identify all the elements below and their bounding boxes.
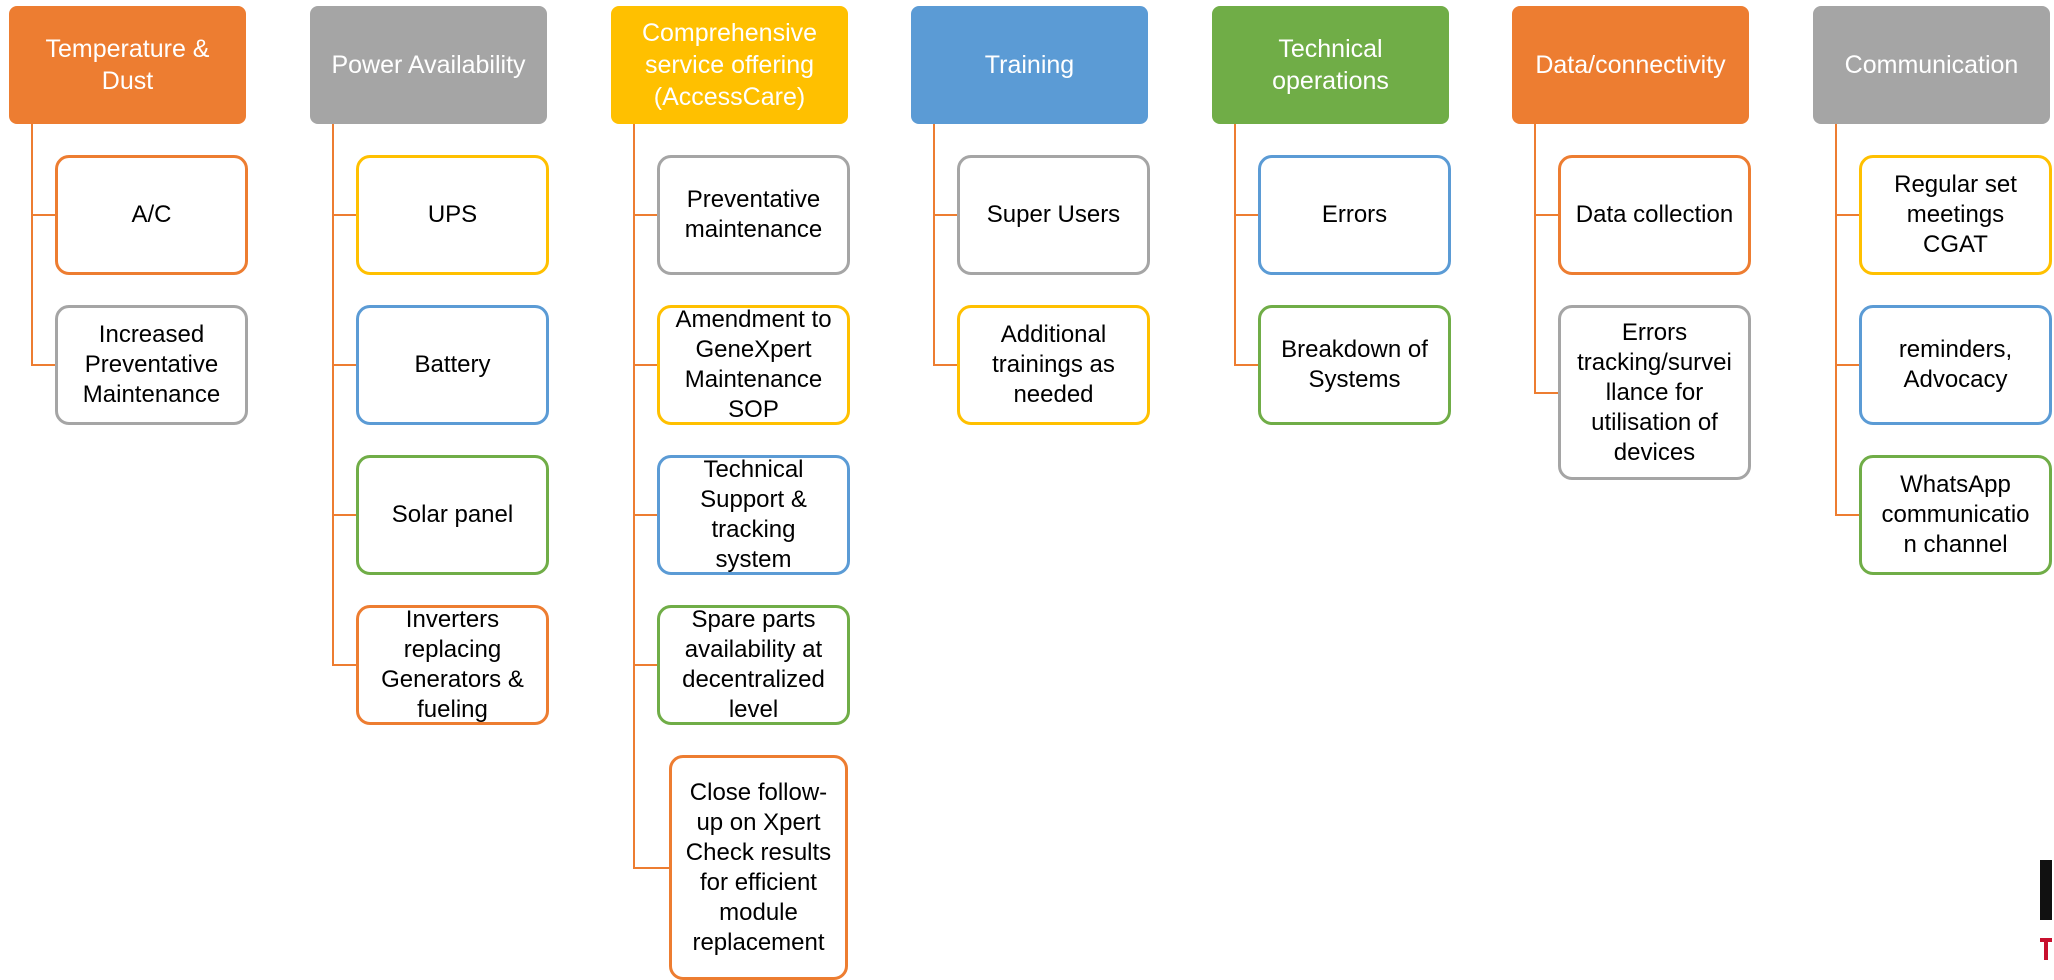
category-item: Close follow- up on Xpert Check results … <box>669 755 848 980</box>
category-header: Technical operations <box>1212 6 1449 124</box>
category-item: Regular set meetings CGAT <box>1859 155 2052 275</box>
category-item: Errors tracking/survei llance for utilis… <box>1558 305 1751 480</box>
connector-branch <box>633 514 657 516</box>
connector-branch <box>1234 214 1258 216</box>
connector-branch <box>633 664 657 666</box>
category-item: Super Users <box>957 155 1150 275</box>
category-item: Amendment to GeneXpert Maintenance SOP <box>657 305 850 425</box>
category-item: Additional trainings as needed <box>957 305 1150 425</box>
connector-branch <box>1534 214 1558 216</box>
connector-trunk <box>1835 124 1837 515</box>
category-item: Battery <box>356 305 549 425</box>
category-item: Inverters replacing Generators & fueling <box>356 605 549 725</box>
connector-branch <box>1835 364 1859 366</box>
partner-logo <box>2040 860 2054 960</box>
logo-mark-top <box>2040 860 2052 920</box>
category-item: Errors <box>1258 155 1451 275</box>
category-item: Technical Support & tracking system <box>657 455 850 575</box>
connector-branch <box>1835 514 1859 516</box>
connector-branch <box>933 364 957 366</box>
connector-branch <box>633 364 657 366</box>
category-header: Communication <box>1813 6 2050 124</box>
connector-branch <box>332 514 356 516</box>
connector-branch <box>633 866 669 869</box>
category-item: Increased Preventative Maintenance <box>55 305 248 425</box>
category-item: Preventative maintenance <box>657 155 850 275</box>
category-header: Training <box>911 6 1148 124</box>
connector-branch <box>1234 364 1258 366</box>
category-item: Solar panel <box>356 455 549 575</box>
category-item: Spare parts availability at decentralize… <box>657 605 850 725</box>
category-item: A/C <box>55 155 248 275</box>
connector-trunk <box>633 124 635 868</box>
connector-branch <box>1534 391 1558 394</box>
connector-branch <box>1835 214 1859 216</box>
category-header: Data/connectivity <box>1512 6 1749 124</box>
connector-branch <box>332 214 356 216</box>
connector-branch <box>332 664 356 666</box>
connector-trunk <box>332 124 334 665</box>
logo-mark-stem <box>2044 938 2048 960</box>
connector-branch <box>31 214 55 216</box>
connector-trunk <box>31 124 33 365</box>
category-header: Power Availability <box>310 6 547 124</box>
category-header: Temperature & Dust <box>9 6 246 124</box>
connector-branch <box>933 214 957 216</box>
category-item: reminders, Advocacy <box>1859 305 2052 425</box>
connector-branch <box>633 214 657 216</box>
connector-trunk <box>933 124 935 365</box>
category-item: Breakdown of Systems <box>1258 305 1451 425</box>
category-item: Data collection <box>1558 155 1751 275</box>
connector-trunk <box>1234 124 1236 365</box>
category-item: WhatsApp communicatio n channel <box>1859 455 2052 575</box>
category-header: Comprehensive service offering (AccessCa… <box>611 6 848 124</box>
connector-branch <box>31 364 55 366</box>
connector-branch <box>332 364 356 366</box>
connector-trunk <box>1534 124 1536 393</box>
category-item: UPS <box>356 155 549 275</box>
